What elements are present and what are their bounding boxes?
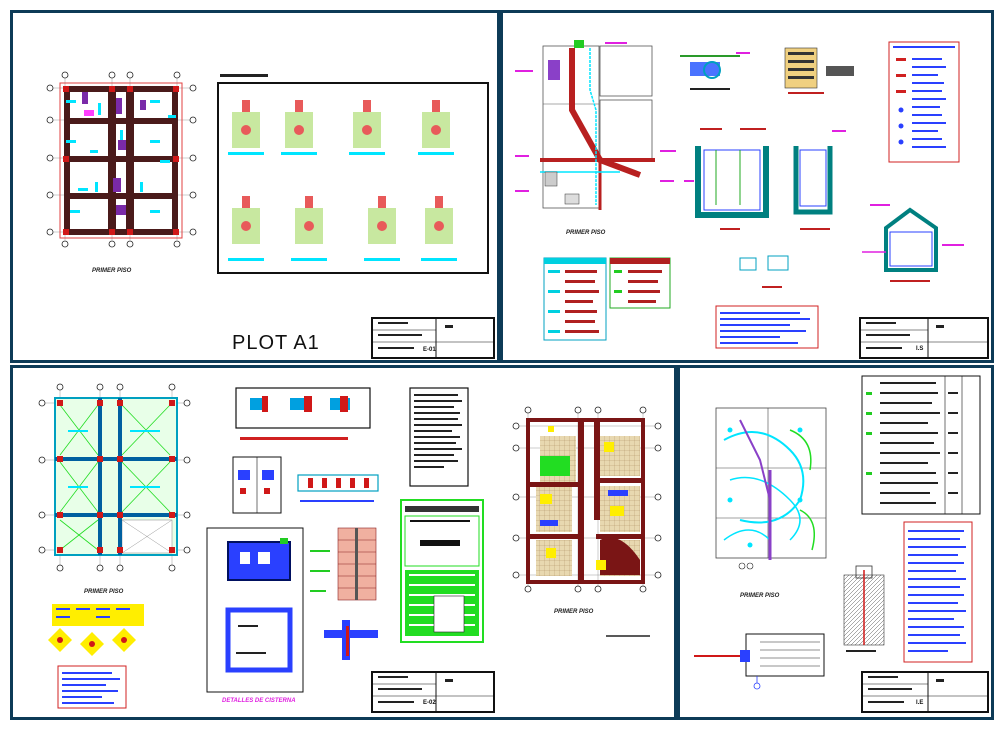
footing-schedule-table [400,499,484,643]
plan-label-structural: PRIMER PISO [92,268,132,274]
sanitary-symbol-tables [543,257,671,341]
manifold-detail [784,47,854,94]
footing-detail-row-2 [228,196,457,261]
sanitary-notes [715,305,819,349]
title-block-structural [371,317,495,359]
column-connection-detail [232,456,282,514]
sheet-code-sanitary: I.S [916,346,924,352]
sheet-code-electrical: I.E [916,700,924,706]
cistern-plan-detail [206,527,304,693]
tank-section-detail [793,130,846,230]
joint-detail [324,620,378,660]
sheet-code-roof: E-02 [423,700,436,706]
valve-detail [739,255,789,288]
cistern-section-detail [684,128,769,230]
stair-detail [297,474,379,502]
sheet-structural-foundation [10,10,500,363]
electrical-plan [715,407,827,570]
beam-sections-detail [235,387,371,440]
title-block-electrical [861,671,989,713]
wall-reinforcement-detail [310,527,377,601]
sheet-code-structural: E-01 [423,347,436,353]
electrical-notes [903,521,973,663]
foundation-plan [46,71,197,248]
plot-label: PLOT A1 [232,332,320,354]
foundation-details-panel [217,74,489,274]
footing-detail-row-1 [228,100,454,155]
plan-label-electrical: PRIMER PISO [740,593,780,599]
architecture-plan [512,406,662,637]
slab-plan [38,383,191,572]
drain-box-detail [862,204,964,282]
title-block-sanitary [859,317,989,359]
plan-label-sanitary: PRIMER PISO [566,230,606,236]
sanitary-plan [515,40,676,210]
electrical-load-table [861,375,981,515]
grounding-well-detail [843,565,885,652]
title-block-roof [371,671,495,713]
general-notes [409,387,469,487]
pump-detail [680,52,750,90]
sanitary-legend [888,41,960,163]
plan-label-architecture: PRIMER PISO [554,609,594,615]
single-line-diagram [694,633,825,690]
cistern-details-label: DETALLES DE CISTERNA [222,698,296,704]
column-schedule [48,604,144,709]
plan-label-slab: PRIMER PISO [84,589,124,595]
